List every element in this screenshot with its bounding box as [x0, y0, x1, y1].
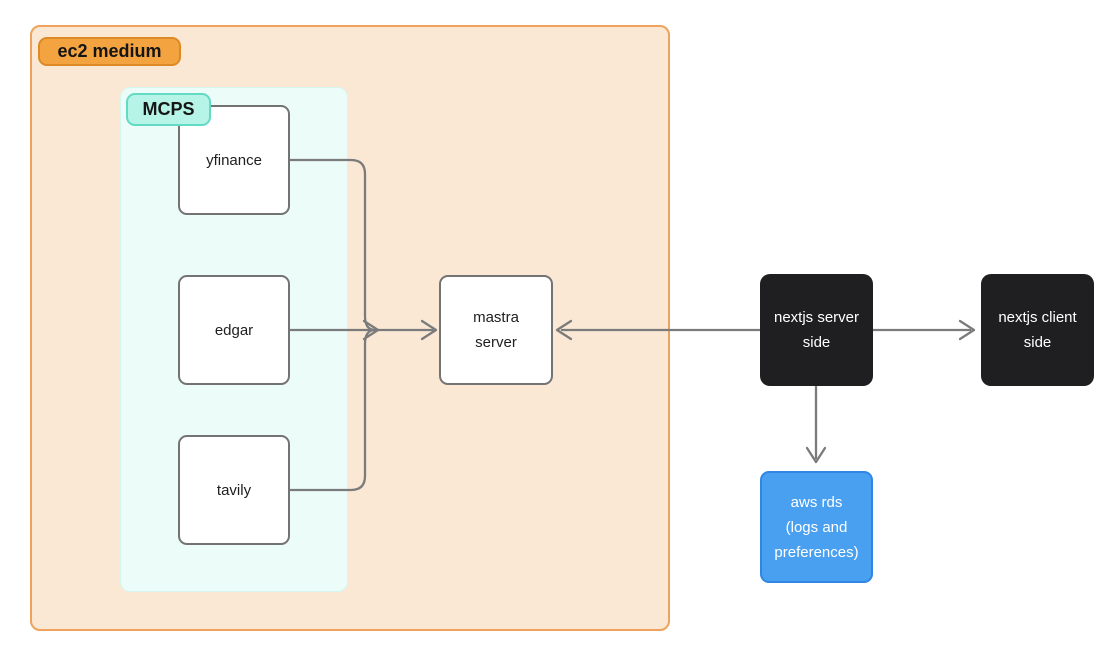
node-tavily: tavily	[178, 435, 290, 545]
node-nextjs-client-side: nextjs client side	[981, 274, 1094, 386]
mastra-server-label: mastra server	[473, 309, 519, 351]
ec2-medium-label: ec2 medium	[57, 41, 162, 61]
mcps-label: MCPS	[142, 99, 195, 119]
arrowhead-aws-rds-top-edge-icon	[805, 446, 827, 464]
nextjs-server-side-label: nextjs server side	[773, 309, 860, 351]
node-aws-rds: aws rds (logs and preferences)	[760, 471, 873, 583]
yfinance-label: yfinance	[206, 151, 262, 169]
node-nextjs-server-side: nextjs server side	[760, 274, 873, 386]
edgar-label: edgar	[214, 321, 254, 339]
node-mastra-server: mastra server	[439, 275, 553, 385]
nextjs-client-side-label: nextjs client side	[998, 309, 1077, 351]
aws-rds-label: aws rds (logs and preferences)	[774, 493, 859, 561]
arrowhead-client-left-edge-icon	[958, 319, 976, 341]
node-edgar: edgar	[178, 275, 290, 385]
mcps-badge: MCPS	[126, 93, 211, 126]
tavily-label: tavily	[216, 481, 252, 499]
ec2-medium-badge: ec2 medium	[38, 37, 181, 66]
